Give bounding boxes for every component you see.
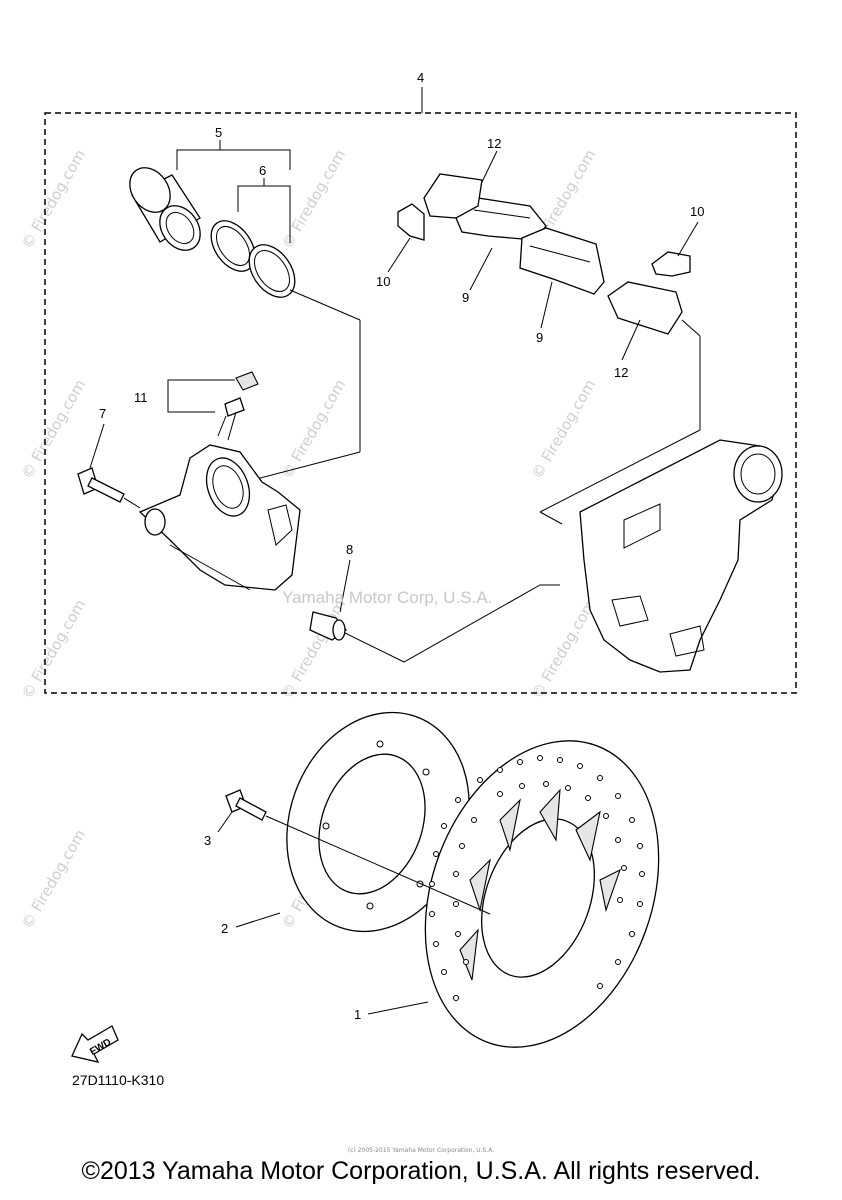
watermark-text: © Firedog.com bbox=[278, 146, 349, 252]
watermark-text: © Firedog.com bbox=[528, 596, 599, 702]
callout-9: 9 bbox=[536, 330, 543, 345]
diagram-center-mark: Yamaha Motor Corp, U.S.A. bbox=[282, 588, 493, 607]
callout-12: 12 bbox=[487, 136, 501, 151]
watermark-text: © Firedog.com bbox=[278, 376, 349, 482]
callout-5: 5 bbox=[215, 125, 222, 140]
leader-line bbox=[367, 1001, 429, 1015]
leader-line bbox=[344, 584, 560, 663]
callout-10: 10 bbox=[376, 274, 390, 289]
callout-9: 9 bbox=[462, 290, 469, 305]
callout-3: 3 bbox=[204, 833, 211, 848]
leader-line bbox=[235, 912, 281, 928]
disc-spacer bbox=[286, 711, 470, 933]
slide-pin bbox=[309, 611, 347, 641]
leader-line bbox=[217, 811, 233, 833]
callout-12: 12 bbox=[614, 365, 628, 380]
caliper-bracket bbox=[579, 439, 783, 673]
caliper-bolt bbox=[77, 467, 141, 509]
leader-lines bbox=[387, 150, 701, 525]
leader-line bbox=[167, 379, 235, 413]
piston bbox=[129, 167, 201, 251]
fwd-arrow-icon: FWD bbox=[71, 1025, 119, 1063]
leader-line bbox=[265, 815, 491, 915]
watermark-text: © Firedog.com bbox=[528, 376, 599, 482]
pad-springs bbox=[397, 203, 691, 277]
caliper-body bbox=[138, 444, 301, 591]
fine-print: (c) 2005-2015 Yamaha Motor Corporation, … bbox=[347, 1147, 495, 1154]
callout-2: 2 bbox=[221, 921, 228, 936]
assembly-boundary bbox=[44, 112, 797, 694]
brake-pads bbox=[455, 197, 605, 295]
disc-holes bbox=[429, 755, 645, 1001]
leader-lines bbox=[176, 140, 361, 483]
callout-10: 10 bbox=[690, 204, 704, 219]
copyright-footer: ©2013 Yamaha Motor Corporation, U.S.A. A… bbox=[81, 1157, 761, 1185]
callout-11: 11 bbox=[134, 390, 148, 405]
watermark-text: © Firedog.com bbox=[18, 596, 89, 702]
callout-1: 1 bbox=[354, 1007, 361, 1022]
brake-disc bbox=[424, 740, 660, 1048]
part-code: 27D1110-K310 bbox=[72, 1072, 165, 1088]
callout-6: 6 bbox=[259, 163, 266, 178]
piston-seals bbox=[210, 220, 296, 298]
leader-line bbox=[89, 423, 105, 469]
callout-7: 7 bbox=[99, 406, 106, 421]
disc-bolt bbox=[225, 789, 267, 821]
callout-4: 4 bbox=[417, 70, 424, 85]
watermark-text: © Firedog.com bbox=[18, 826, 89, 932]
watermark-text: © Firedog.com bbox=[18, 376, 89, 482]
watermark-text: © Firedog.com bbox=[18, 146, 89, 252]
pad-shims bbox=[423, 173, 683, 335]
leader-line bbox=[339, 559, 351, 613]
bleed-screw bbox=[217, 371, 259, 441]
callout-8: 8 bbox=[346, 542, 353, 557]
